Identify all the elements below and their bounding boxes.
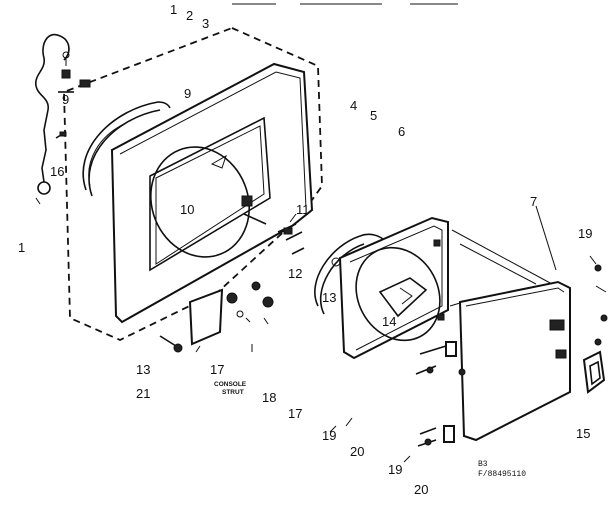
callout-2: 2	[186, 8, 193, 23]
callout-13-screw: 13	[136, 362, 150, 377]
callout-5: 5	[370, 108, 377, 123]
callout-10: 10	[180, 202, 194, 217]
right-screws-19	[589, 255, 608, 322]
callout-7: 7	[530, 194, 537, 209]
callout-17-lower: 17	[288, 406, 302, 421]
callout-20-lower: 20	[414, 482, 428, 497]
door-handle-15	[582, 338, 606, 394]
lower-hinges	[415, 341, 457, 447]
door-opening	[149, 146, 251, 258]
callout-11: 11	[296, 202, 310, 217]
strut-label: STRUT	[222, 389, 244, 396]
callout-20-center: 20	[350, 444, 364, 459]
callout-6: 6	[398, 124, 405, 139]
screw-13-21	[159, 335, 183, 353]
callout-19-right: 19	[578, 226, 592, 241]
callout-3: 3	[202, 16, 209, 31]
inner-door-panel	[338, 216, 449, 360]
console-label: CONSOLE	[214, 381, 247, 388]
callout-18: 18	[262, 390, 276, 405]
outer-door-7	[458, 280, 571, 442]
cabinet-outline	[63, 27, 323, 341]
drawing-code-line1: B3	[478, 460, 488, 469]
callout-9-harness: 9	[62, 92, 69, 107]
callout-19-center: 19	[322, 428, 336, 443]
door-seal-9	[82, 101, 171, 197]
callout-15: 15	[576, 426, 590, 441]
callout-1: 1	[170, 2, 177, 17]
inner-door-seal-13	[314, 233, 385, 315]
callout-ticks	[195, 213, 411, 463]
callout-13-seal: 13	[322, 290, 336, 305]
callout-4: 4	[350, 98, 357, 113]
callout-9-seal: 9	[184, 86, 191, 101]
callout-19-lower: 19	[388, 462, 402, 477]
callout-17-strut: 17	[210, 362, 224, 377]
front-panel	[110, 62, 314, 324]
console-strut	[188, 281, 274, 352]
hinge-brackets	[277, 223, 305, 255]
wire-harness	[35, 33, 91, 205]
callout-14: 14	[382, 314, 396, 329]
door-window	[355, 246, 441, 342]
callout-12: 12	[288, 266, 302, 281]
callout-21: 21	[136, 386, 150, 401]
callout-16: 16	[50, 164, 64, 179]
callout-1-left: 1	[18, 240, 25, 255]
drawing-code-line2: F/88495110	[478, 470, 526, 479]
